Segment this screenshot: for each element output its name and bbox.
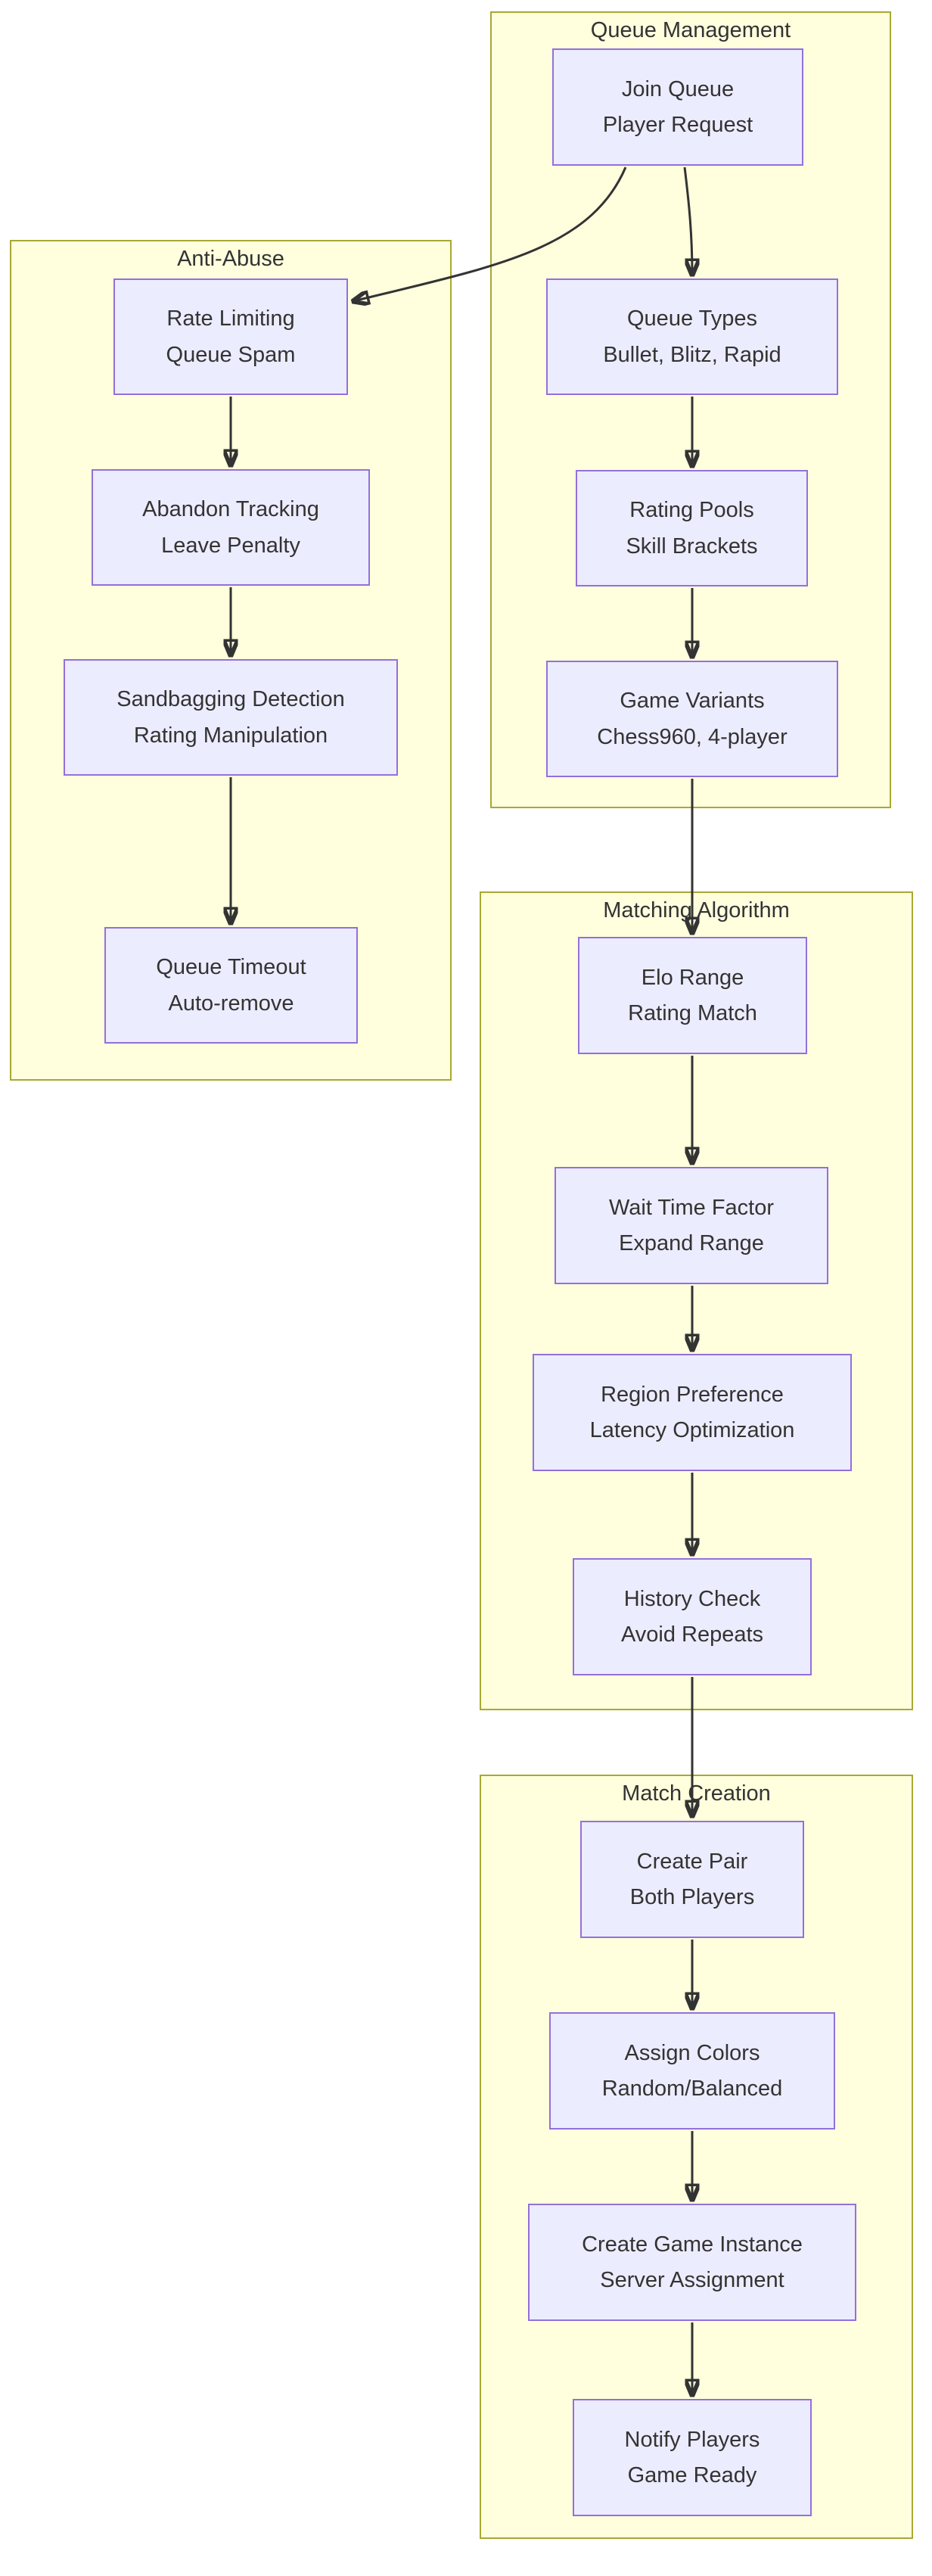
edge-join-queue-to-queue-types — [683, 166, 692, 275]
node-game-variants-line1: Game Variants — [620, 689, 765, 714]
node-wait-time-line2: Expand Range — [619, 1231, 764, 1255]
node-queue-timeout: Queue Timeout Auto-remove — [104, 927, 358, 1044]
node-queue-types-line2: Bullet, Blitz, Rapid — [603, 342, 781, 367]
node-wait-time-factor: Wait Time Factor Expand Range — [555, 1167, 828, 1284]
node-notify-players-line2: Game Ready — [627, 2463, 757, 2487]
node-rate-limiting: Rate Limiting Queue Spam — [113, 278, 348, 395]
node-sandbagging-line2: Rating Manipulation — [133, 723, 328, 748]
subgraph-title-queue-management: Queue Management — [590, 18, 791, 42]
node-queue-timeout-line1: Queue Timeout — [156, 955, 306, 980]
node-create-pair: Create Pair Both Players — [580, 1821, 804, 1938]
node-join-queue-line2: Player Request — [602, 113, 753, 137]
node-abandon-tracking-line1: Abandon Tracking — [142, 497, 319, 522]
node-region-preference: Region Preference Latency Optimization — [533, 1354, 852, 1471]
node-create-game-line2: Server Assignment — [600, 2268, 784, 2292]
node-region-preference-line2: Latency Optimization — [589, 1418, 795, 1442]
node-rating-pools-line1: Rating Pools — [629, 498, 754, 523]
node-create-game-instance: Create Game Instance Server Assignment — [528, 2204, 856, 2321]
node-elo-range-line2: Rating Match — [628, 1001, 757, 1025]
node-notify-players: Notify Players Game Ready — [573, 2399, 812, 2516]
node-rating-pools: Rating Pools Skill Brackets — [576, 470, 808, 586]
node-queue-types-line1: Queue Types — [627, 306, 757, 331]
node-rate-limiting-line2: Queue Spam — [166, 342, 296, 367]
node-queue-types: Queue Types Bullet, Blitz, Rapid — [546, 278, 838, 395]
node-history-check: History Check Avoid Repeats — [573, 1558, 812, 1675]
node-queue-timeout-line2: Auto-remove — [168, 991, 294, 1016]
node-wait-time-line1: Wait Time Factor — [608, 1195, 775, 1220]
node-join-queue: Join Queue Player Request — [552, 48, 803, 166]
edge-join-queue-to-rate-limiting — [353, 166, 627, 301]
node-create-pair-line2: Both Players — [629, 1885, 755, 1909]
node-assign-colors-line1: Assign Colors — [624, 2040, 760, 2065]
node-history-check-line2: Avoid Repeats — [620, 1622, 764, 1647]
node-assign-colors-line2: Random/Balanced — [601, 2077, 783, 2101]
subgraph-title-anti-abuse: Anti-Abuse — [177, 247, 284, 271]
node-game-variants-line2: Chess960, 4-player — [597, 724, 788, 749]
node-join-queue-line1: Join Queue — [621, 76, 735, 101]
node-sandbagging-detection: Sandbagging Detection Rating Manipulatio… — [64, 659, 398, 776]
node-region-preference-line1: Region Preference — [601, 1382, 784, 1407]
node-rating-pools-line2: Skill Brackets — [626, 534, 758, 558]
node-elo-range-line1: Elo Range — [641, 965, 744, 990]
node-abandon-tracking-line2: Leave Penalty — [161, 533, 300, 558]
node-create-pair-line1: Create Pair — [636, 1849, 748, 1874]
node-abandon-tracking: Abandon Tracking Leave Penalty — [92, 469, 370, 586]
node-elo-range: Elo Range Rating Match — [578, 937, 807, 1054]
node-create-game-line1: Create Game Instance — [582, 2232, 803, 2257]
node-rate-limiting-line1: Rate Limiting — [166, 306, 295, 331]
node-notify-players-line1: Notify Players — [624, 2427, 760, 2452]
node-game-variants: Game Variants Chess960, 4-player — [546, 661, 838, 777]
node-assign-colors: Assign Colors Random/Balanced — [549, 2012, 835, 2130]
node-sandbagging-line1: Sandbagging Detection — [116, 687, 345, 712]
node-history-check-line1: History Check — [623, 1586, 761, 1611]
